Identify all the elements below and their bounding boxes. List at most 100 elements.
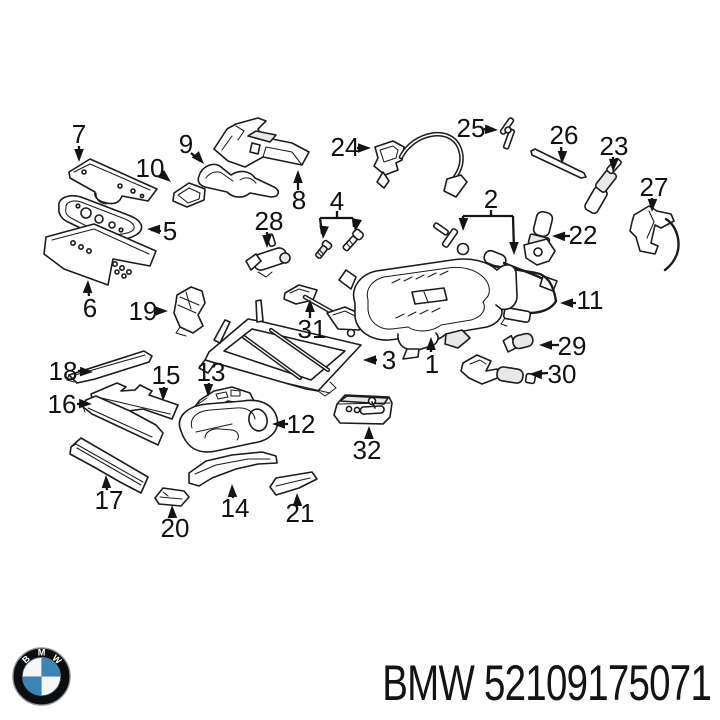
callout-23-number: 23 [600,131,629,161]
callout-12-arrowhead-icon [272,419,285,429]
part-9-shape [197,163,280,198]
callout-19: 19 [129,296,168,326]
callout-28-arrowhead-icon [262,235,272,248]
part-24-shape [373,131,468,198]
callout-10-arrowhead-icon [157,169,171,182]
callout-31-arrowhead-icon [305,299,315,312]
part-3-shape [198,299,362,397]
exploded-parts-diagram: 7910248425262327528222619311129303132181… [43,113,680,543]
part-14-shape [188,451,278,487]
callout-13: 13 [197,357,226,397]
callout-18-arrowhead-icon [79,366,93,377]
callout-4-arrowhead-icon [352,218,362,232]
callout-20-arrowhead-icon [167,505,178,519]
callout-9: 9 [179,129,204,164]
part-4-shapes [315,228,364,259]
part-19-shape [173,286,206,337]
callout-8: 8 [292,170,306,215]
bmw-logo: B M W [12,647,71,706]
callout-17-arrowhead-icon [101,475,112,489]
callout-2-number: 2 [484,184,498,214]
part-22-shape [523,210,556,266]
callout-32: 32 [353,426,381,465]
callout-7: 7 [72,119,86,162]
callout-29-arrowhead-icon [539,340,552,350]
callout-2: 2 [458,184,519,255]
callout-11: 11 [560,285,604,315]
callout-29: 29 [539,331,586,361]
callout-30-arrowhead-icon [529,369,543,380]
callout-31-number: 31 [298,314,327,344]
callout-22: 22 [552,220,597,250]
callout-7-arrowhead-icon [74,149,84,162]
callout-1-number: 1 [425,349,439,379]
callout-2-arrowhead-icon [509,242,519,255]
part-18-shape [66,350,153,384]
callout-1-arrowhead-icon [426,337,436,350]
callout-14: 14 [221,484,249,523]
part-31-shape [283,284,366,338]
part-10-shape [172,182,206,208]
part-7-shape [68,158,158,205]
callout-1: 1 [425,337,439,379]
callout-5: 5 [147,216,177,246]
callout-11-arrowhead-icon [560,298,573,308]
callout-30-number: 30 [548,359,577,389]
callout-28: 28 [255,206,284,248]
callout-22-arrowhead-icon [552,231,566,242]
bmw-logo-letter-b: B [20,653,32,665]
callout-25-number: 25 [457,113,486,143]
part-1-shape [338,258,518,360]
callout-21-arrowhead-icon [292,493,303,507]
callout-12: 12 [272,409,315,439]
callout-8-number: 8 [292,185,306,215]
part-26-shape [530,148,587,179]
callout-26: 26 [550,120,578,164]
callout-2-arrowhead-icon [458,217,469,231]
callout-24-arrowhead-icon [358,143,371,153]
callout-5-number: 5 [163,216,177,246]
callout-4-number: 4 [330,186,344,216]
part-20-shape [154,487,190,507]
callout-6-number: 6 [83,293,97,323]
callout-20: 20 [161,505,189,543]
callout-3: 3 [363,345,396,375]
callout-16-arrowhead-icon [78,398,92,409]
part-6-shape [43,223,157,286]
part-30-shape [460,354,537,385]
callout-10-number: 10 [136,153,165,183]
callout-19-arrowhead-icon [155,306,168,316]
callout-24-number: 24 [331,132,360,162]
callout-16-number: 16 [48,389,77,419]
callout-21: 21 [286,493,314,528]
part-25-shape [499,117,516,150]
callout-25-arrowhead-icon [484,124,498,135]
callout-25: 25 [457,113,498,143]
bmw-logo-quadrant-bottom-left [22,676,42,696]
callout-13-arrowhead-icon [203,383,214,397]
bmw-logo-letter-m: M [38,648,46,658]
callout-3-arrowhead-icon [363,355,376,365]
part-2-shapes [432,222,558,292]
callout-29-number: 29 [558,331,587,361]
callout-4: 4 [318,186,362,239]
callout-19-number: 19 [129,296,158,326]
callout-15: 15 [152,360,181,401]
callout-15-number: 15 [152,360,181,390]
callout-26-arrowhead-icon [557,150,568,164]
callout-17: 17 [95,475,123,515]
callout-11-number: 11 [577,285,604,315]
callout-23: 23 [600,131,629,172]
part-32-shape [333,394,393,425]
callout-13-number: 13 [197,357,226,387]
callout-10: 10 [136,153,171,183]
callout-28-number: 28 [255,206,284,236]
callout-6-arrowhead-icon [82,280,93,294]
callout-23-arrowhead-icon [608,158,619,172]
callout-30: 30 [529,359,577,389]
drawing-layer [43,117,680,507]
part-8-shape [213,117,310,168]
